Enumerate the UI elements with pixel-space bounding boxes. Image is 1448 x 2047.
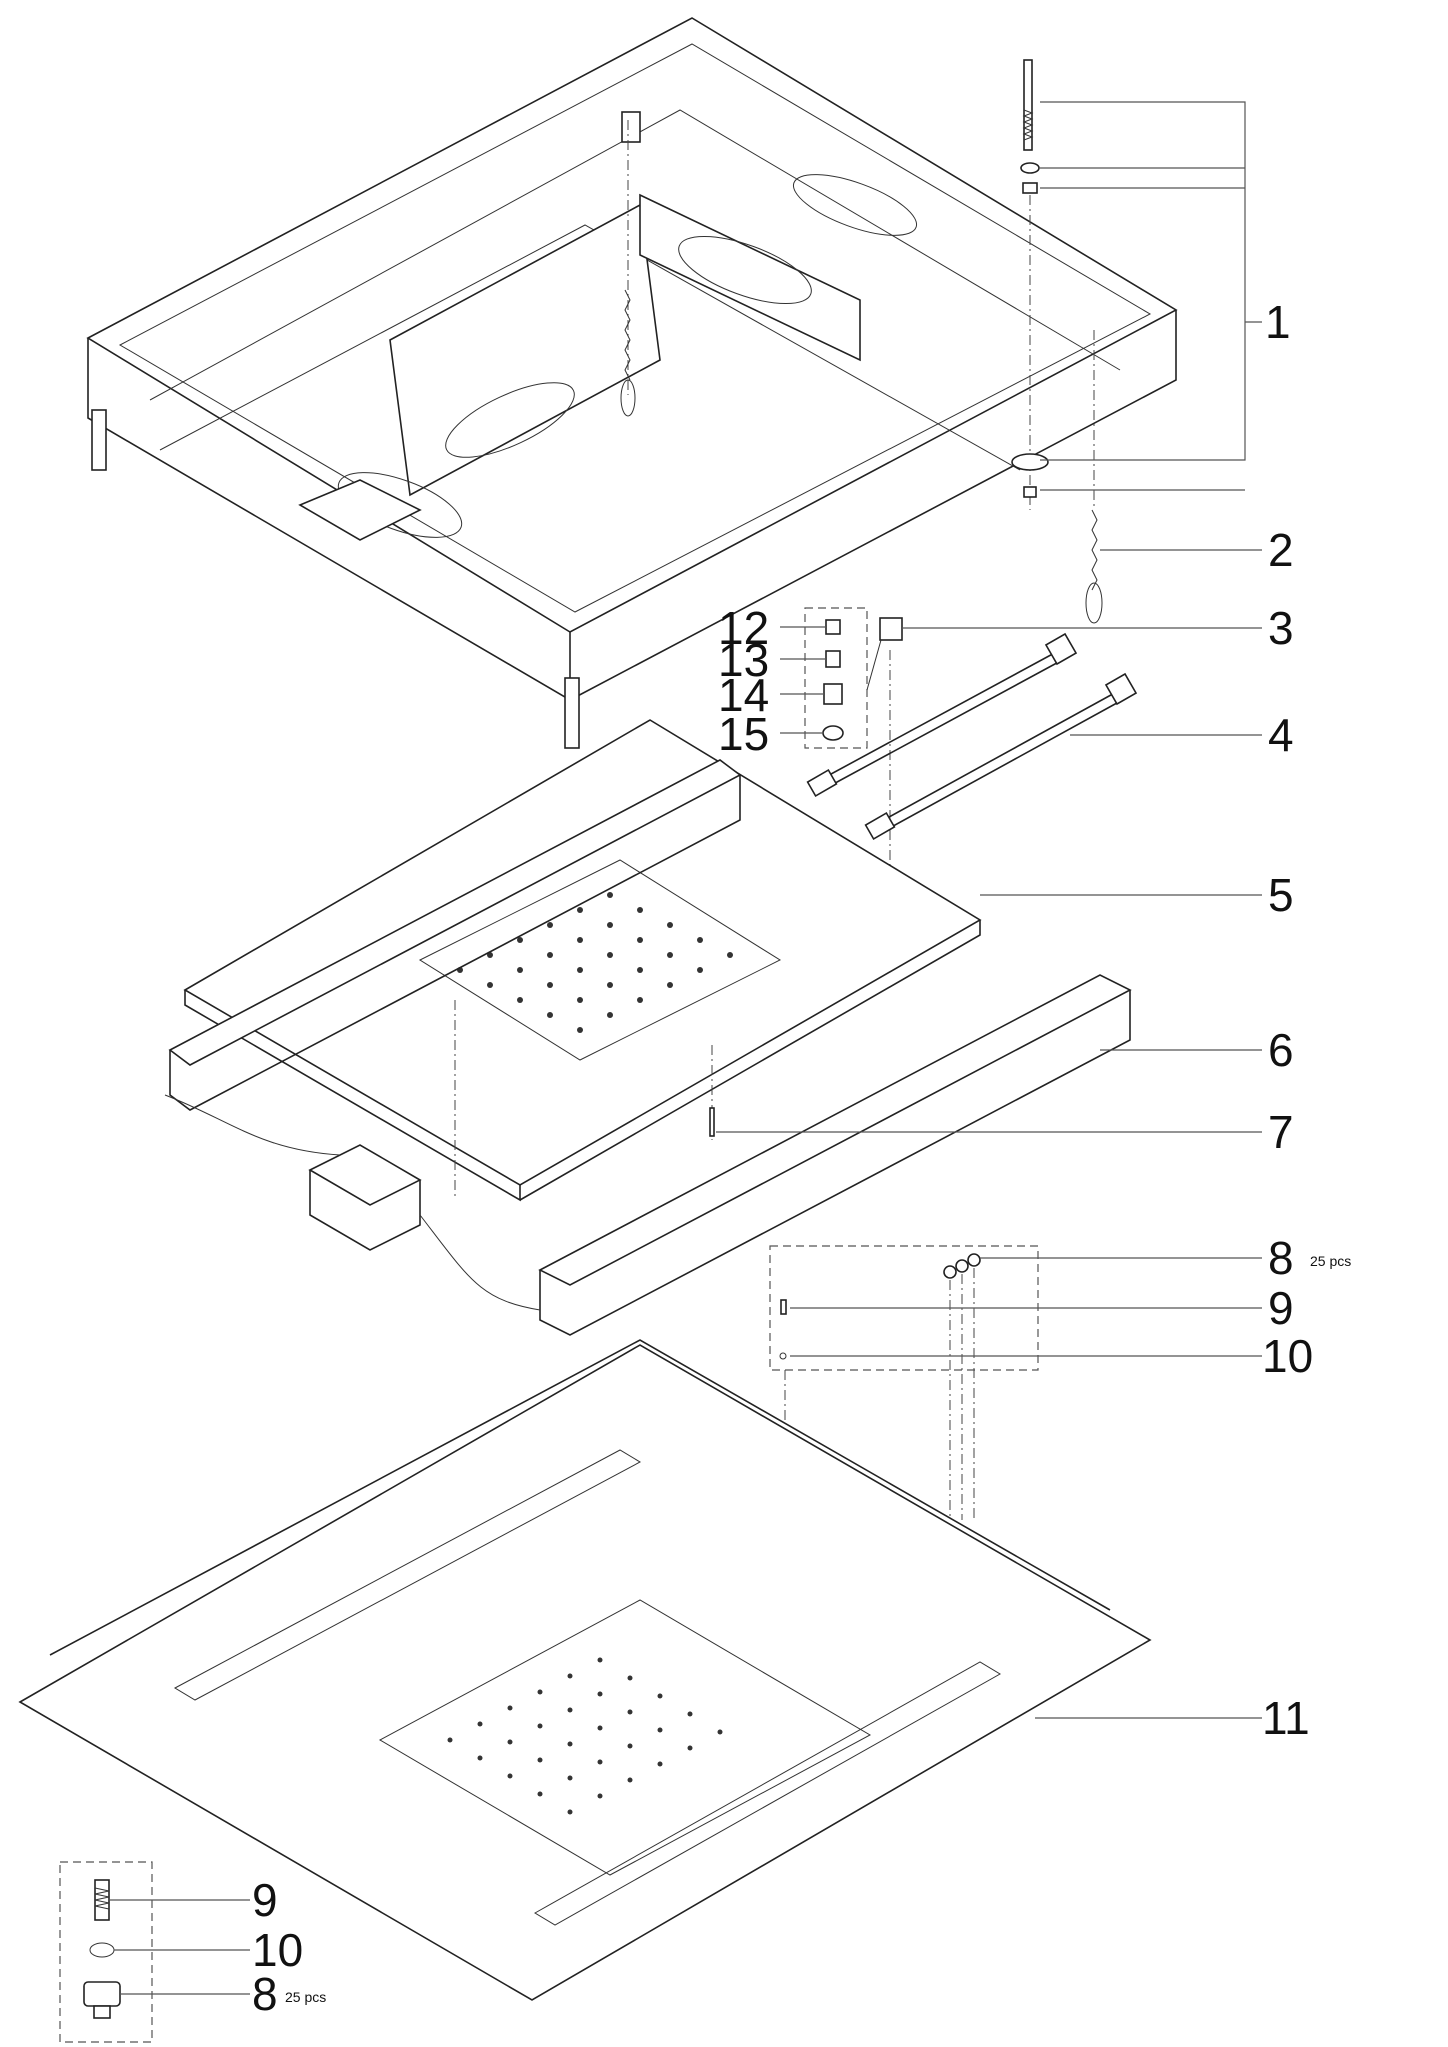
leader-lines <box>110 101 1262 1995</box>
callout-12: 12 <box>718 602 769 654</box>
inset-callout-10: 10 <box>252 1924 303 1976</box>
ceiling-frame <box>86 17 1178 749</box>
inset-callout-8-qty: 25 pcs <box>285 1989 326 2005</box>
callout-13: 13 <box>718 634 769 686</box>
suspension-chain <box>1085 330 1103 624</box>
callout-2: 2 <box>1268 524 1294 576</box>
flexible-hoses <box>806 632 1138 841</box>
callout-14: 14 <box>718 669 769 721</box>
nozzle-grid <box>457 892 733 1033</box>
callout-8: 8 <box>1268 1232 1294 1284</box>
callout-8-qty: 25 pcs <box>1310 1253 1351 1269</box>
inset-callout-8: 8 <box>252 1968 278 2020</box>
nozzle-plate <box>183 719 982 1202</box>
callout-7: 7 <box>1268 1106 1294 1158</box>
callout-6: 6 <box>1268 1024 1294 1076</box>
callout-5: 5 <box>1268 869 1294 921</box>
plate-pin <box>454 1000 715 1200</box>
callout-labels: 1 2 3 4 5 6 7 8 25 pcs 9 10 11 12 13 14 … <box>252 296 1351 2020</box>
callout-15: 15 <box>718 708 769 760</box>
suspension-rod-kit <box>1011 59 1049 510</box>
callout-9: 9 <box>1268 1282 1294 1334</box>
callout-3: 3 <box>1268 602 1294 654</box>
callout-1: 1 <box>1265 296 1291 348</box>
connector-parts <box>804 607 903 870</box>
callout-11: 11 <box>1262 1692 1310 1744</box>
callout-4: 4 <box>1268 709 1294 761</box>
fastener-box <box>769 1245 1039 1520</box>
panel-hole-grid <box>447 1657 723 1815</box>
ceiling-panel <box>18 1339 1152 2001</box>
inset-fastener-detail <box>59 1861 153 2043</box>
callout-10: 10 <box>1262 1330 1313 1382</box>
inset-callout-9: 9 <box>252 1874 278 1926</box>
light-bars <box>164 759 1132 1336</box>
